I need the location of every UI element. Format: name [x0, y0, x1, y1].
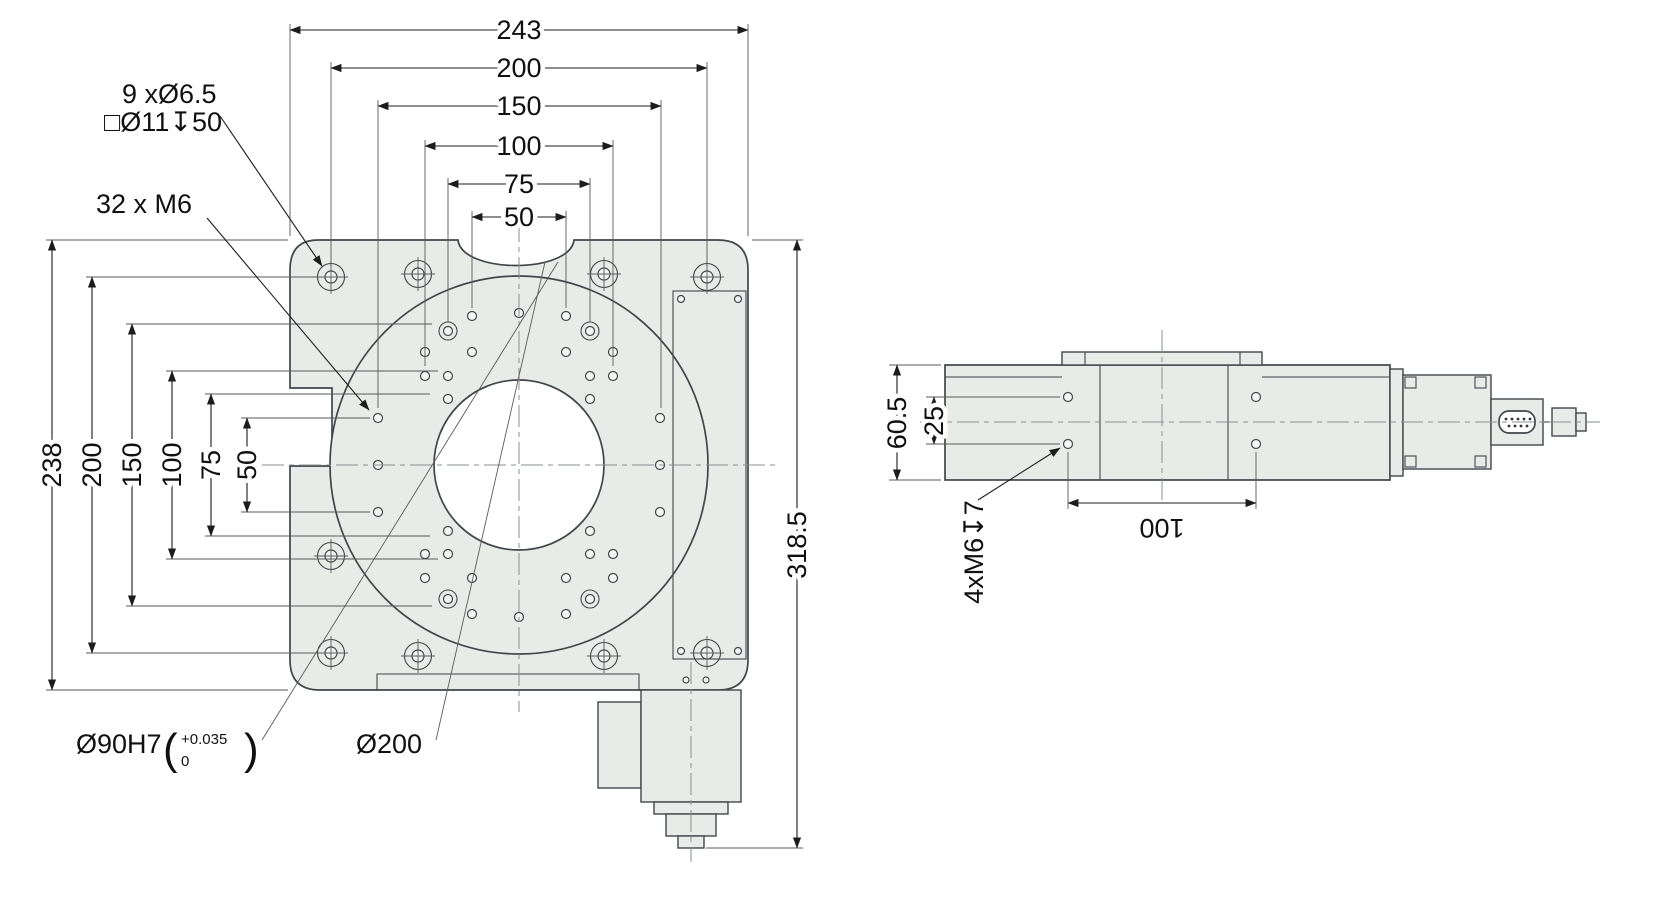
callout-center-bore-group: Ø90H7 ( +0.035 0 )	[72, 261, 559, 774]
dim-top-243: 243	[496, 15, 541, 45]
side-view	[920, 330, 1600, 500]
side-dimensions: 60.5 25 100 4xM6↧7	[878, 364, 1257, 608]
side-tapped-hole	[1250, 391, 1262, 403]
dim-top-150: 150	[496, 91, 541, 121]
callout-pcd: Ø200	[356, 729, 422, 759]
side-tapped-hole	[1062, 391, 1074, 403]
dim-left-150: 150	[117, 442, 147, 487]
callout-side-tapped-group: 4xM6↧7	[955, 447, 1061, 608]
dim-top-100: 100	[496, 131, 541, 161]
callout-mount-holes-group: 9 xØ6.5 □Ø11↧50	[100, 75, 323, 267]
panel-screw	[676, 646, 686, 656]
callout-center-bore: Ø90H7	[76, 729, 162, 759]
dim-top-50: 50	[504, 202, 534, 232]
dim-side-height: 60.5	[882, 397, 912, 450]
side-tapped-hole	[1062, 438, 1074, 450]
callout-side-tapped-holes: 4xM6↧7	[959, 500, 989, 604]
washer-holes	[438, 321, 600, 609]
paren-open: (	[163, 725, 178, 774]
callout-tapped-holes-group: 32 x M6	[92, 185, 370, 411]
callout-tapped-holes: 32 x M6	[96, 189, 192, 219]
side-body	[944, 364, 1391, 481]
bore-tolerance-lower: 0	[181, 753, 189, 770]
bottom-recess	[376, 673, 640, 690]
panel-screw	[676, 294, 686, 304]
paren-close: )	[244, 725, 259, 774]
dim-overall-height: 318.5	[782, 511, 812, 579]
front-dimensions: 243 200 150 100 75 50 238 200 150 100 75	[33, 11, 817, 849]
dim-top-200: 200	[496, 53, 541, 83]
dim-side-hole-offset: 25	[919, 406, 949, 436]
mounting-holes	[314, 257, 724, 673]
dim-left-75: 75	[196, 450, 226, 480]
front-view	[262, 220, 778, 862]
callout-mount-holes: 9 xØ6.5	[122, 79, 217, 109]
callout-pcd-group: Ø200	[352, 261, 546, 763]
dim-left-200: 200	[77, 442, 107, 487]
callout-counterbore: □Ø11↧50	[104, 107, 222, 137]
panel-screw	[733, 294, 743, 304]
side-tapped-hole	[1250, 438, 1262, 450]
dim-left-238: 238	[37, 442, 67, 487]
dim-side-hole-spacing: 100	[1139, 513, 1184, 543]
dim-top-75: 75	[504, 169, 534, 199]
dim-left-50: 50	[232, 450, 262, 480]
motor-assembly-front	[597, 676, 742, 849]
dim-left-100: 100	[157, 442, 187, 487]
bore-tolerance-upper: +0.035	[181, 731, 227, 748]
panel-screw	[733, 646, 743, 656]
